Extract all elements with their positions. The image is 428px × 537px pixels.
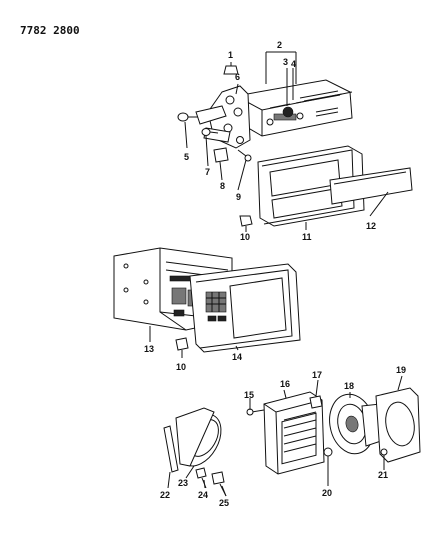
callout-16: 16 <box>280 379 290 389</box>
leader-lines-upper <box>184 51 297 232</box>
speaker-23 <box>175 407 222 467</box>
hardware-lower <box>195 408 388 497</box>
callout-3: 3 <box>283 57 288 67</box>
callout-8: 8 <box>220 181 225 191</box>
callout-13: 13 <box>144 344 154 354</box>
speaker-frame-19 <box>375 387 421 463</box>
callout-17: 17 <box>312 370 322 380</box>
leader-14 <box>235 345 239 351</box>
callout-7: 7 <box>205 167 210 177</box>
callout-20: 20 <box>322 488 332 498</box>
callout-12: 12 <box>366 221 376 231</box>
callout-24: 24 <box>198 490 208 500</box>
callout-6: 6 <box>235 72 240 82</box>
callout-10-upper: 10 <box>240 232 250 242</box>
callout-21: 21 <box>378 470 388 480</box>
strip-22 <box>163 425 179 473</box>
drawing-code: 7782 2800 <box>20 24 80 37</box>
callout-11: 11 <box>302 232 312 242</box>
leader-lines-lower <box>167 375 403 497</box>
callout-1: 1 <box>228 50 233 60</box>
bezel-14 <box>189 263 301 353</box>
callout-18: 18 <box>344 381 354 391</box>
callout-22: 22 <box>160 490 170 500</box>
callout-2: 2 <box>277 40 282 50</box>
spacer-17 <box>309 395 323 409</box>
callout-5: 5 <box>184 152 189 162</box>
bezel-frame-11 <box>257 145 365 227</box>
callout-15: 15 <box>244 390 254 400</box>
hardware-top <box>177 65 253 227</box>
leader-12 <box>369 191 389 217</box>
callout-23: 23 <box>178 478 188 488</box>
cover-plate-12 <box>329 167 413 205</box>
callout-25: 25 <box>219 498 229 508</box>
speaker-18 <box>329 393 385 455</box>
callout-9: 9 <box>236 192 241 202</box>
radio-unit-top <box>235 79 353 137</box>
callout-numbers: 1 2 3 4 5 6 7 8 9 10 11 12 13 14 10 15 1… <box>144 40 406 508</box>
mounting-bracket <box>195 85 251 149</box>
speaker-grille-16 <box>263 391 325 475</box>
callout-19: 19 <box>396 365 406 375</box>
callout-14: 14 <box>232 352 242 362</box>
callout-10-middle: 10 <box>176 362 186 372</box>
clip-10b <box>175 337 189 351</box>
callout-4: 4 <box>291 59 296 69</box>
